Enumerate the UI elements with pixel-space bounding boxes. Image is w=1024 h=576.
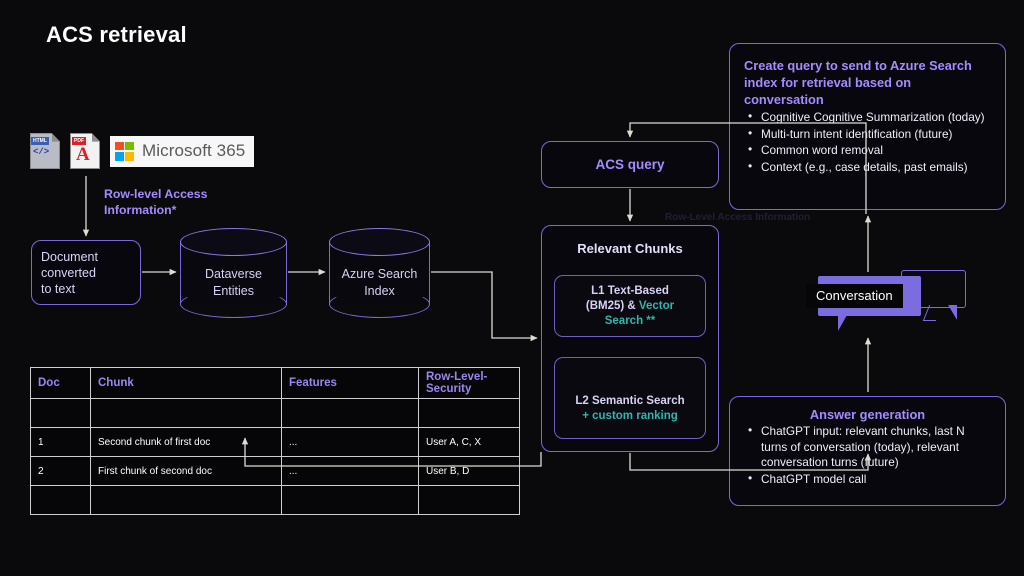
microsoft-365-logo: Microsoft 365 bbox=[110, 135, 255, 167]
acs-query-node[interactable]: ACS query bbox=[541, 141, 719, 188]
cell-feat: ... bbox=[281, 427, 419, 457]
acs-query-label: ACS query bbox=[595, 157, 665, 172]
list-item: Context (e.g., case details, past emails… bbox=[744, 159, 991, 176]
create-query-heading: Create query to send to Azure Search ind… bbox=[744, 58, 972, 107]
l2-semantic-search-node[interactable]: L2 Semantic Search + custom ranking bbox=[554, 357, 706, 439]
document-converted-node[interactable]: Document converted to text bbox=[31, 240, 141, 305]
source-icons-group: HTML </> PDF A Microsoft 365 bbox=[30, 130, 255, 172]
answer-generation-node[interactable]: Answer generation ChatGPT input: relevan… bbox=[729, 396, 1006, 506]
create-query-node[interactable]: Create query to send to Azure Search ind… bbox=[729, 43, 1006, 210]
column-header-features: Features bbox=[281, 367, 419, 399]
html-file-icon-tag: HTML bbox=[31, 137, 49, 145]
html-file-icon-code: </> bbox=[33, 147, 50, 157]
azure-search-index-cylinder[interactable]: Azure Search Index bbox=[329, 228, 430, 318]
answer-generation-heading: Answer generation bbox=[809, 407, 926, 422]
l2-semantic-search-label: L2 Semantic Search + custom ranking bbox=[575, 395, 685, 422]
column-header-chunk: Chunk bbox=[90, 367, 282, 399]
cell-feat: ... bbox=[281, 456, 419, 486]
pdf-file-icon: PDF A bbox=[70, 133, 100, 169]
cell-rls: User B, D bbox=[418, 456, 520, 486]
cell-doc: 1 bbox=[30, 427, 91, 457]
row-level-access-line1: Row-level Access bbox=[104, 187, 208, 201]
list-item: Multi-turn intent identification (future… bbox=[744, 126, 991, 143]
answer-generation-bullets: ChatGPT input: relevant chunks, last N t… bbox=[744, 423, 991, 488]
row-level-access-faint-label: Row-Level Access Information bbox=[665, 212, 811, 223]
cell-rls: User A, C, X bbox=[418, 427, 520, 457]
list-item: ChatGPT model call bbox=[744, 471, 991, 488]
table-row[interactable] bbox=[30, 485, 520, 515]
row-level-access-line2: Information* bbox=[104, 203, 177, 217]
page-title: ACS retrieval bbox=[46, 22, 187, 47]
table-row[interactable]: 2 First chunk of second doc ... User B, … bbox=[30, 456, 520, 486]
speech-bubble-outline-icon bbox=[901, 270, 966, 308]
table-row[interactable]: 1 Second chunk of first doc ... User A, … bbox=[30, 427, 520, 457]
l1-text-based-node[interactable]: L1 Text-Based (BM25) & Vector Search ** bbox=[554, 275, 706, 337]
document-converted-label: Document converted to text bbox=[41, 249, 98, 296]
list-item: Cognitive Cognitive Summarization (today… bbox=[744, 109, 991, 126]
column-header-rls: Row-Level-Security bbox=[418, 367, 520, 399]
table-header-row: Doc Chunk Features Row-Level-Security bbox=[30, 367, 520, 399]
cell-chunk bbox=[90, 485, 282, 515]
list-item: ChatGPT input: relevant chunks, last N t… bbox=[744, 423, 991, 471]
cell-chunk: Second chunk of first doc bbox=[90, 427, 282, 457]
cell-chunk: First chunk of second doc bbox=[90, 456, 282, 486]
cell-rls bbox=[418, 485, 520, 515]
cell-rls bbox=[418, 398, 520, 428]
chunks-table[interactable]: Doc Chunk Features Row-Level-Security 1 … bbox=[30, 367, 520, 515]
conversation-label: Conversation bbox=[806, 284, 903, 308]
dataverse-entities-label: Dataverse Entities bbox=[205, 267, 262, 298]
cell-doc bbox=[30, 485, 91, 515]
microsoft-365-label: Microsoft 365 bbox=[142, 141, 246, 160]
cell-feat bbox=[281, 485, 419, 515]
cell-doc bbox=[30, 398, 91, 428]
pdf-file-icon-tag: PDF bbox=[72, 137, 86, 145]
list-item: Common word removal bbox=[744, 142, 991, 159]
dataverse-entities-cylinder[interactable]: Dataverse Entities bbox=[180, 228, 287, 318]
conversation-node[interactable]: Conversation bbox=[806, 270, 968, 332]
cell-chunk bbox=[90, 398, 282, 428]
relevant-chunks-title: Relevant Chunks bbox=[577, 241, 683, 256]
column-header-doc: Doc bbox=[30, 367, 91, 399]
table-row[interactable] bbox=[30, 398, 520, 428]
l1-text-based-label: L1 Text-Based (BM25) & Vector Search ** bbox=[585, 284, 675, 327]
cell-doc: 2 bbox=[30, 456, 91, 486]
html-file-icon: HTML </> bbox=[30, 133, 60, 169]
row-level-access-label: Row-level Access Information* bbox=[104, 186, 207, 218]
cell-feat bbox=[281, 398, 419, 428]
microsoft-logo-icon bbox=[115, 141, 134, 161]
pdf-file-icon-glyph: A bbox=[76, 144, 90, 165]
azure-search-index-label: Azure Search Index bbox=[341, 267, 418, 298]
create-query-bullets: Cognitive Cognitive Summarization (today… bbox=[744, 109, 991, 176]
